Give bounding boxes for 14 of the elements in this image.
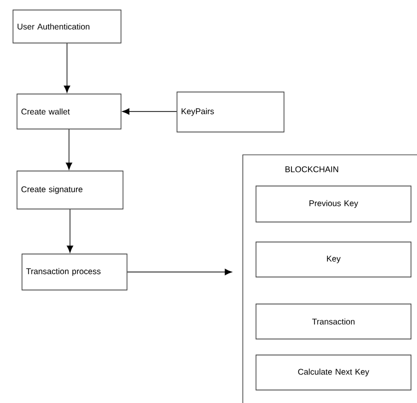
process-box: Key bbox=[256, 242, 412, 278]
process-box: Transaction process bbox=[22, 254, 128, 290]
process-box: Calculate Next Key bbox=[256, 354, 412, 390]
process-box: KeyPairs bbox=[176, 92, 284, 132]
process-box: Create wallet bbox=[16, 94, 122, 130]
process-box: Create signature bbox=[16, 170, 124, 210]
process-box: User Authentication bbox=[12, 10, 122, 44]
arrow bbox=[66, 209, 74, 253]
arrow bbox=[122, 108, 177, 115]
arrow bbox=[127, 268, 232, 276]
process-box: Transaction bbox=[256, 304, 412, 340]
process-box: Previous Key bbox=[256, 186, 412, 222]
arrow bbox=[64, 43, 70, 93]
arrow bbox=[66, 129, 72, 170]
